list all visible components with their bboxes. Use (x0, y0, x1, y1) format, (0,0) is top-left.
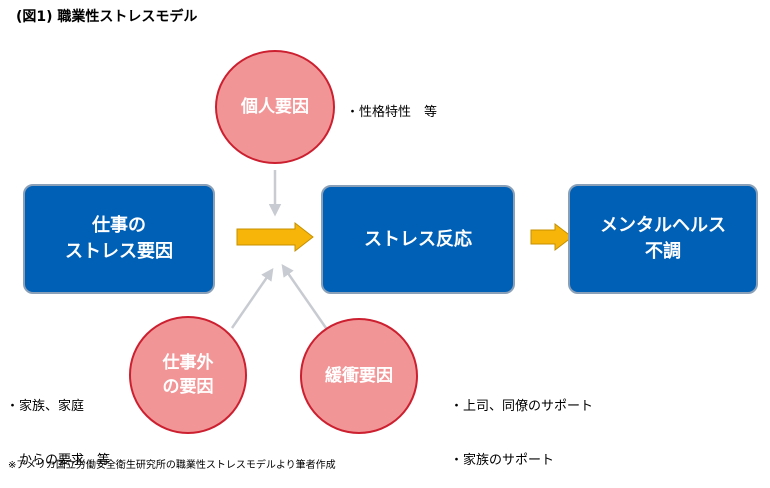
buffer-factor-label: 緩衝要因 (325, 366, 393, 386)
job-stress-line-1: 仕事の (92, 215, 146, 236)
job-stress-line-2: ストレス要因 (65, 241, 173, 262)
mental-health-line-2: 不調 (645, 241, 681, 262)
mental-health-line-1: メンタルヘルス (600, 215, 726, 236)
connector-lines (230, 170, 573, 329)
non-work-factor-note: ・家族、家庭 からの要求 等 (6, 362, 110, 488)
buffer-note-line-2: ・家族のサポート (450, 453, 555, 468)
non-work-factor-circle: 仕事外 の要因 (129, 316, 247, 434)
buffer-factor-note: ・上司、同僚のサポート ・家族のサポート (450, 362, 593, 488)
non-work-note-line-1: ・家族、家庭 (6, 399, 85, 414)
mental-health-box: メンタルヘルス 不調 (568, 184, 758, 294)
non-work-line-2: の要因 (162, 377, 214, 397)
source-note: ※アメリカ国立労働安全衛生研究所の職業性ストレスモデルより筆者作成 (8, 460, 336, 471)
buffer-to-center-line (281, 263, 328, 329)
figure-title: (図1) 職業性ストレスモデル (16, 9, 198, 25)
stress-reaction-box: ストレス反応 (321, 185, 515, 294)
arrow-job-to-reaction-icon (236, 221, 314, 253)
personal-factor-label: 個人要因 (241, 97, 309, 117)
stress-reaction-label: ストレス反応 (364, 228, 472, 250)
nonwork-to-center-line (230, 267, 274, 329)
arrow-reaction-to-health-icon (530, 222, 573, 252)
buffer-note-line-1: ・上司、同僚のサポート (450, 399, 594, 414)
buffer-factor-circle: 緩衝要因 (300, 318, 418, 434)
personal-factor-circle: 個人要因 (215, 50, 335, 164)
non-work-line-1: 仕事外 (162, 353, 214, 373)
personal-factor-note: ・性格特性 等 (346, 105, 438, 120)
job-stress-box: 仕事の ストレス要因 (23, 184, 215, 294)
non-work-note-line-2: からの要求 等 (6, 453, 111, 468)
